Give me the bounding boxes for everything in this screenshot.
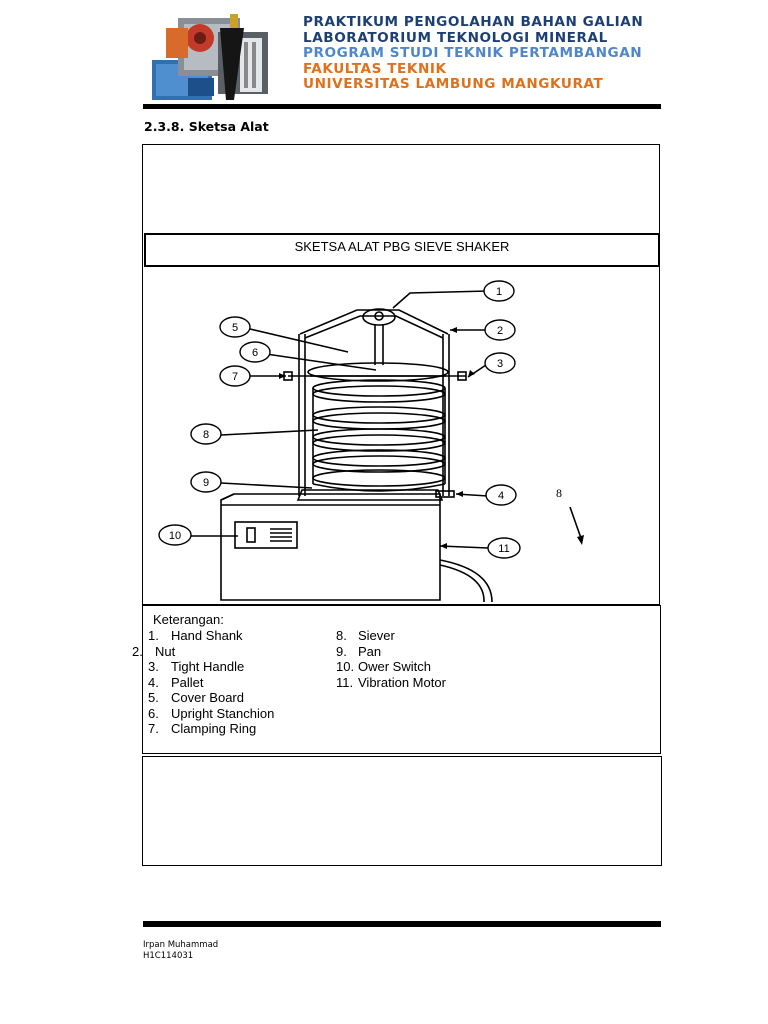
section-title: 2.3.8. Sketsa Alat — [144, 119, 269, 134]
empty-notes-box — [142, 756, 662, 866]
sketch-title: SKETSA ALAT PBG SIEVE SHAKER — [144, 233, 660, 267]
callout-label: 6 — [252, 347, 258, 359]
header-line: UNIVERSITAS LAMBUNG MANGKURAT — [303, 76, 604, 93]
legend-item: 1.Hand Shank — [148, 628, 243, 643]
legend-item: 9.Pan — [336, 643, 382, 659]
legend-item: 6.Upright Stanchion — [148, 705, 275, 721]
sieve-shaker-sketch: 1 2 3 4 5 6 7 8 9 10 11 8 — [158, 280, 584, 603]
legend-item: 8.Siever — [336, 628, 395, 643]
callout-label: 4 — [498, 490, 504, 502]
callout-circle-11 — [487, 537, 521, 559]
legend-box — [142, 605, 661, 754]
callout-circle-9 — [190, 471, 222, 493]
callout-circle-6 — [239, 341, 271, 363]
callout-circle-2 — [484, 319, 516, 341]
footer-author: Irpan Muhammad H1C114031 — [143, 940, 218, 962]
callout-label: 7 — [232, 371, 238, 383]
legend-item: 2.Nut — [132, 643, 176, 659]
legend-item: 11.Vibration Motor — [336, 674, 446, 690]
header-line: FAKULTAS TEKNIK — [303, 60, 447, 77]
author-name: Irpan Muhammad — [143, 940, 219, 950]
stray-label: 8 — [556, 486, 562, 500]
callout-circle-10 — [158, 524, 192, 546]
callout-label: 9 — [203, 477, 209, 489]
callout-label: 10 — [169, 530, 181, 542]
callout-circle-8 — [190, 423, 222, 445]
legend-item: 4.Pallet — [148, 674, 204, 690]
header-rule — [143, 104, 661, 109]
callout-label: 2 — [497, 325, 503, 337]
callout-circle-5 — [219, 316, 251, 338]
callout-label: 1 — [496, 286, 502, 298]
header-line: PRAKTIKUM PENGOLAHAN BAHAN GALIAN — [303, 14, 644, 30]
author-id: H1C114031 — [143, 951, 194, 961]
callout-circle-4 — [485, 484, 517, 506]
callout-circle-3 — [484, 352, 516, 374]
legend-item: 7.Clamping Ring — [148, 721, 257, 736]
callout-label: 11 — [498, 543, 509, 555]
header-line: LABORATORIUM TEKNOLOGI MINERAL — [303, 29, 608, 46]
callout-circle-1 — [483, 280, 515, 302]
callout-circle-7 — [219, 365, 251, 387]
callout-label: 5 — [232, 322, 238, 334]
legend-item: 3.Tight Handle — [148, 659, 245, 674]
institution-header: PRAKTIKUM PENGOLAHAN BAHAN GALIAN LABORA… — [303, 14, 644, 93]
legend-list-left: 1.Hand Shank 2.Nut 3.Tight Handle 4.Pall… — [132, 628, 275, 737]
legend-item: 5.Cover Board — [148, 690, 244, 705]
header-line: PROGRAM STUDI TEKNIK PERTAMBANGAN — [303, 45, 643, 62]
sketch-frame — [142, 144, 660, 605]
callout-label: 3 — [497, 358, 503, 370]
legend-heading: Keterangan: — [153, 612, 224, 627]
legend-item: 10.Ower Switch — [336, 659, 431, 674]
faculty-logo — [148, 8, 278, 102]
footer-rule — [143, 921, 661, 927]
legend-list-right: 8.Siever 9.Pan 10.Ower Switch 11.Vibrati… — [336, 628, 446, 690]
callout-label: 8 — [203, 429, 209, 441]
